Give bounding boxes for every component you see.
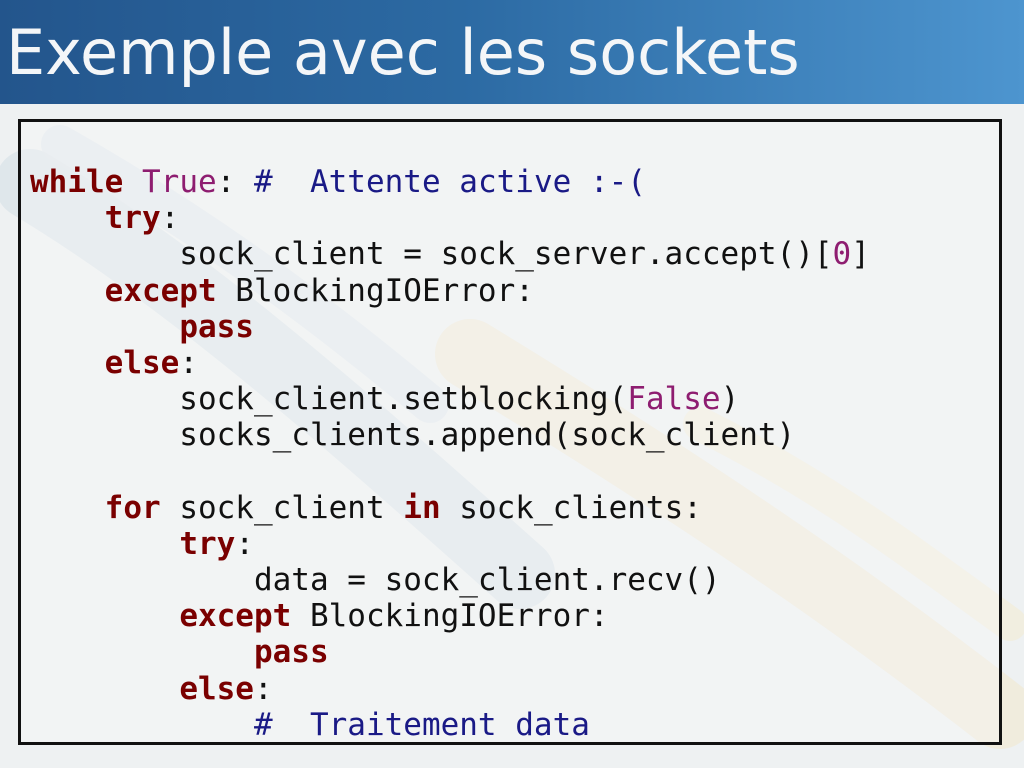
code-token-kw: pass — [179, 308, 254, 345]
code-token-const: True — [142, 164, 217, 200]
code-token: : — [160, 200, 180, 237]
code-token: sock_clients: — [440, 489, 702, 526]
code-token — [30, 309, 179, 345]
code-line: except BlockingIOError: — [30, 273, 870, 309]
code-token-kw: in — [403, 489, 441, 526]
code-token: sock_client.setblocking( — [30, 381, 628, 418]
code-line: # Traitement data — [30, 707, 870, 743]
code-token-comment: # Attente active :-( — [253, 164, 646, 200]
code-token-kw: while — [30, 164, 124, 200]
code-token — [30, 598, 179, 634]
code-line: sock_client = sock_server.accept()[0] — [30, 236, 870, 272]
code-token — [30, 634, 254, 670]
code-token-const: False — [627, 381, 721, 418]
code-line: sock_client.setblocking(False) — [30, 381, 870, 417]
code-token — [30, 345, 105, 381]
code-token: : — [216, 164, 254, 200]
code-line: pass — [30, 634, 870, 670]
code-token-kw: pass — [253, 634, 329, 671]
code-token: : — [235, 525, 254, 562]
slide-title: Exemple avec les sockets — [6, 16, 800, 89]
code-line: else: — [30, 671, 870, 707]
code-token-kw: else — [104, 344, 180, 381]
code-token: data = sock_client.recv() — [30, 562, 721, 599]
code-token — [30, 526, 179, 562]
code-line: for sock_client in sock_clients: — [30, 490, 870, 526]
code-line: pass — [30, 309, 870, 345]
code-token: ] — [851, 236, 870, 273]
code-token — [30, 273, 105, 309]
code-token-kw: for — [104, 489, 161, 526]
code-line: except BlockingIOError: — [30, 598, 870, 634]
code-token-kw: try — [104, 200, 161, 237]
code-token: BlockingIOError: — [216, 272, 534, 309]
code-token: socks_clients.append(sock_client) — [30, 417, 796, 454]
background-watermark — [0, 125, 1024, 749]
code-token — [30, 671, 179, 707]
code-token-kw: try — [179, 525, 236, 562]
code-token: : — [179, 344, 198, 381]
code-token-comment: # Traitement data — [253, 706, 590, 743]
code-listing: while True: # Attente active :-( try: so… — [30, 164, 870, 743]
code-token-num: 0 — [832, 236, 852, 273]
code-token-kw: except — [104, 272, 217, 309]
code-token — [30, 200, 105, 236]
code-token: ) — [720, 381, 740, 418]
code-token: BlockingIOError: — [291, 598, 609, 635]
code-token — [30, 490, 105, 526]
code-token: sock_client = sock_server.accept()[ — [30, 236, 833, 273]
code-line: else: — [30, 345, 870, 381]
code-line: data = sock_client.recv() — [30, 562, 870, 598]
code-line: try: — [30, 200, 870, 236]
code-token-kw: else — [179, 670, 254, 707]
code-line: socks_clients.append(sock_client) — [30, 417, 870, 453]
slide-title-bar: Exemple avec les sockets — [0, 0, 1024, 104]
code-line: while True: # Attente active :-( — [30, 164, 870, 200]
code-token: : — [253, 670, 273, 707]
code-token-kw: except — [179, 598, 292, 635]
code-token: sock_client — [160, 489, 404, 526]
code-line: try: — [30, 526, 870, 562]
code-line — [30, 454, 870, 490]
code-block: while True: # Attente active :-( try: so… — [18, 119, 1002, 745]
code-token — [123, 164, 142, 200]
code-token — [30, 707, 254, 743]
